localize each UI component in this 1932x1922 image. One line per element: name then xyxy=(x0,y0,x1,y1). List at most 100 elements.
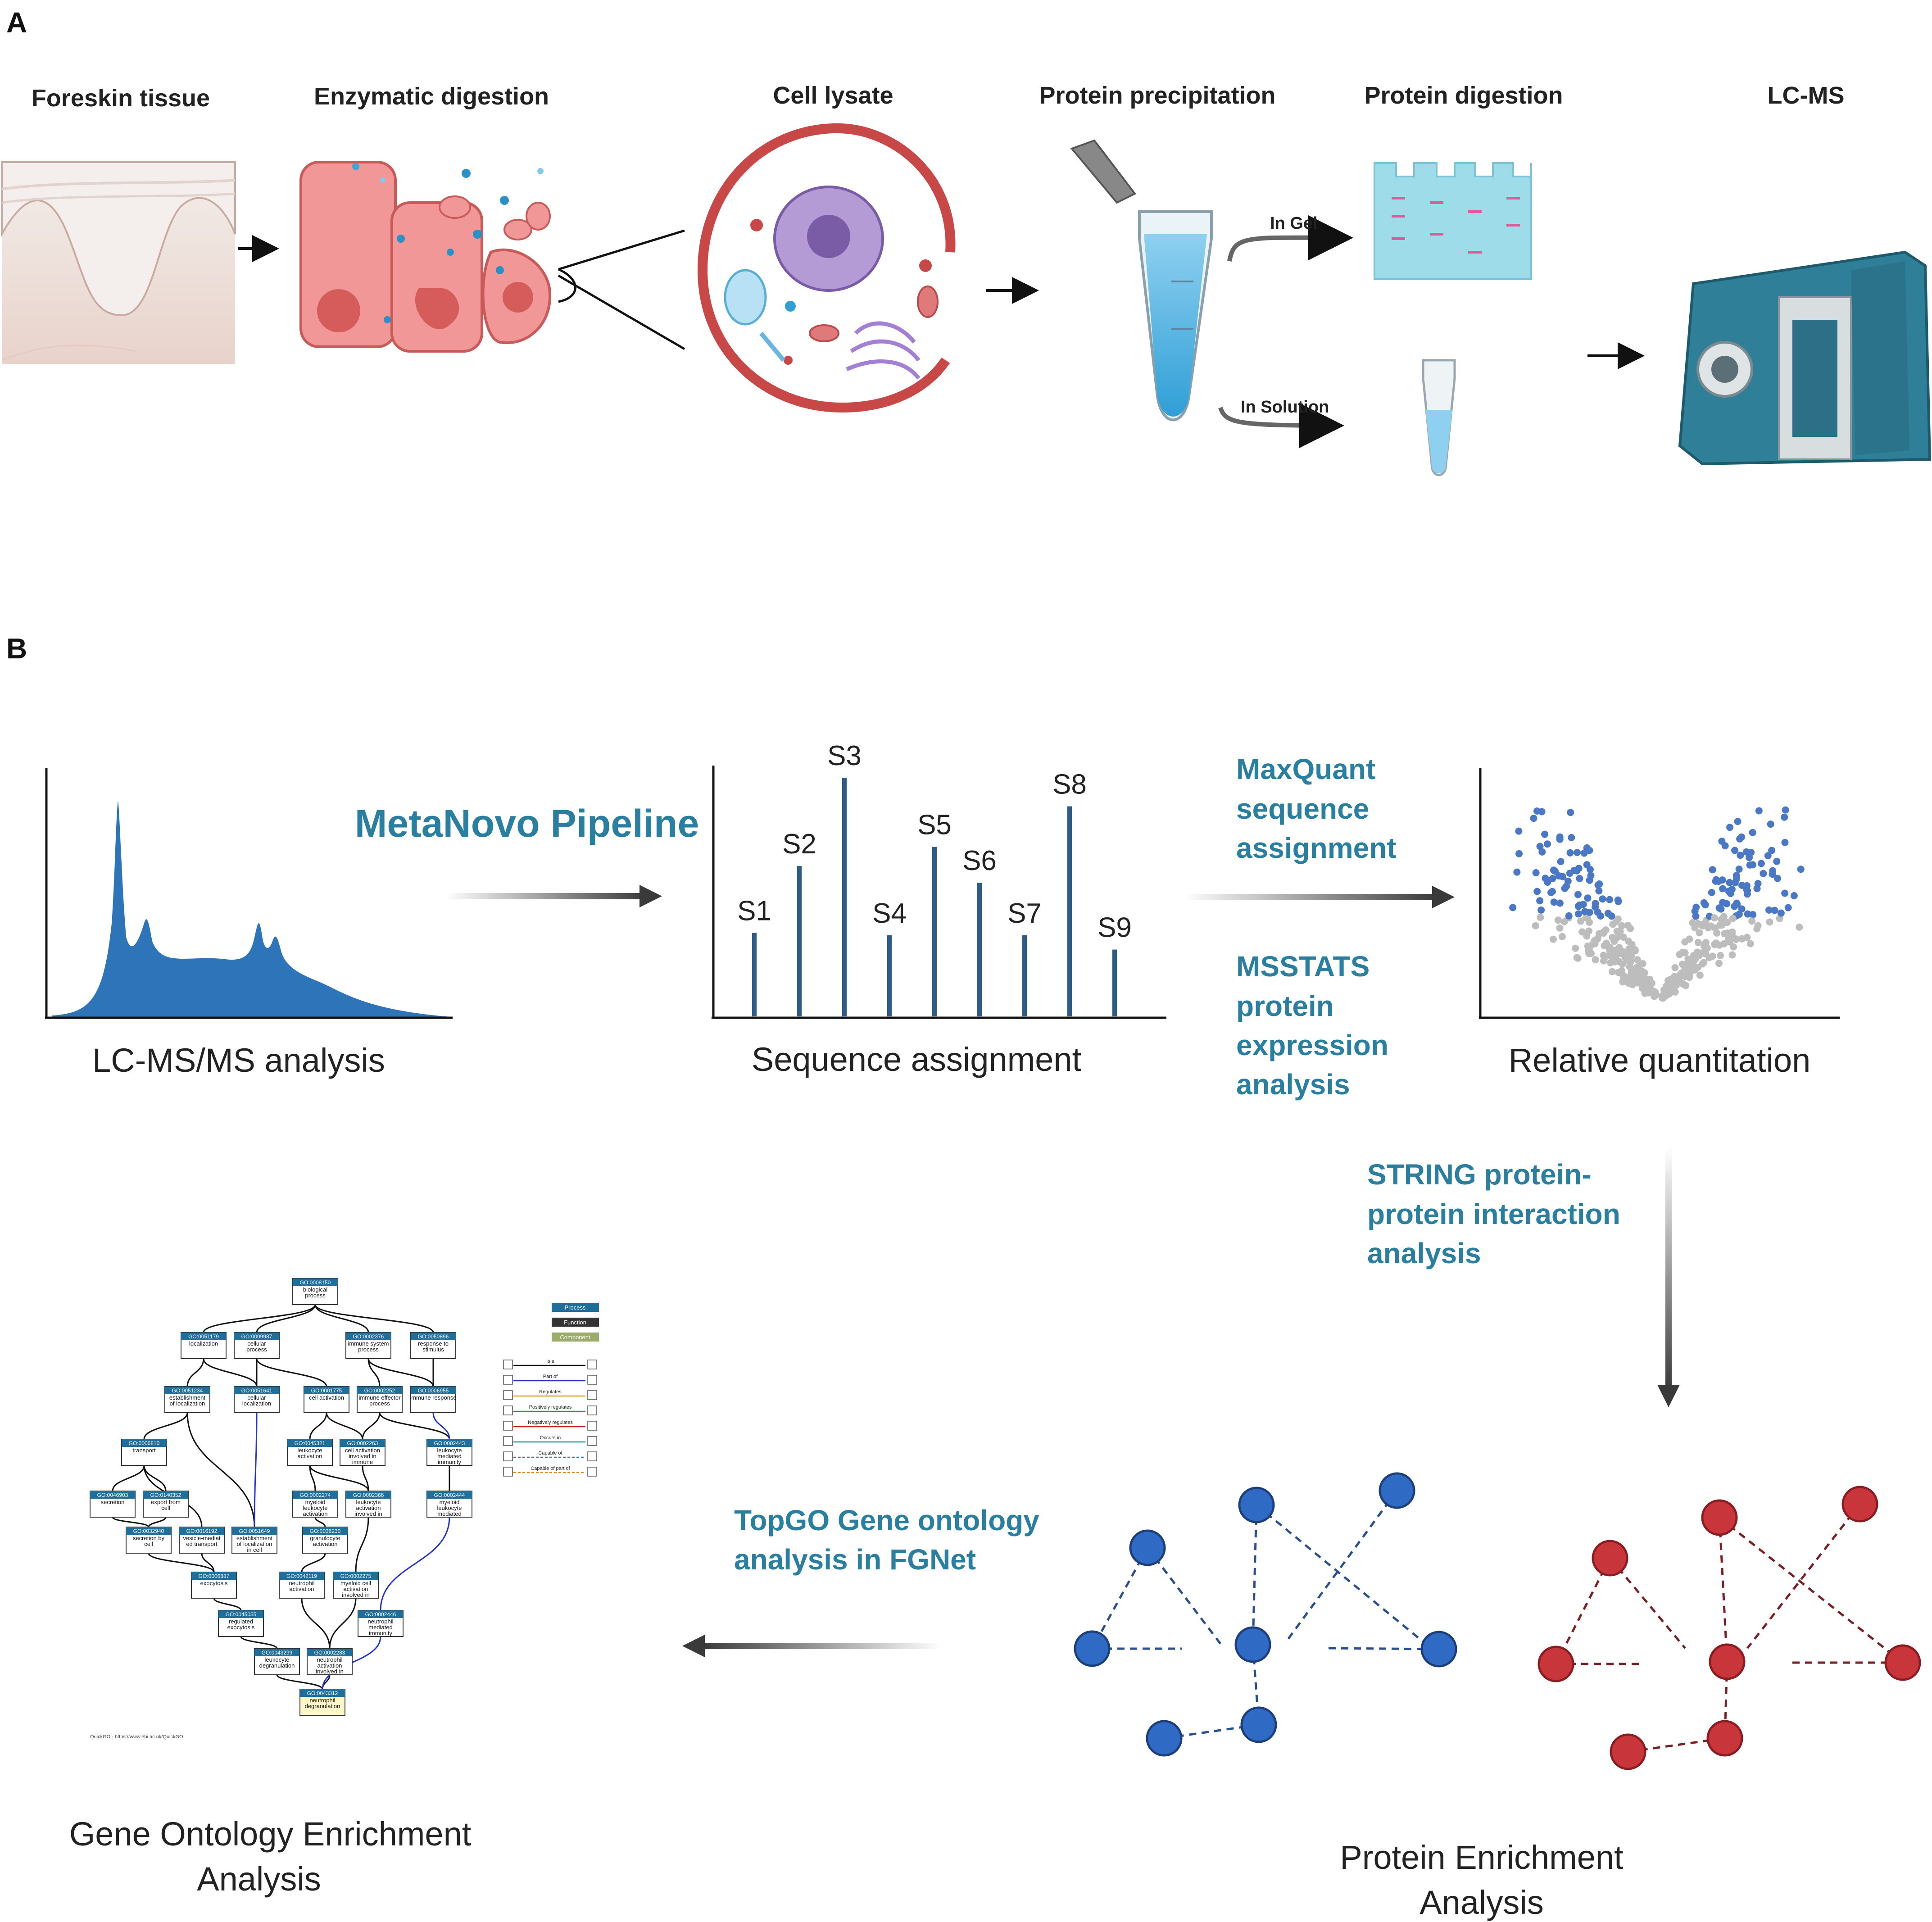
volcano-point xyxy=(1699,922,1706,929)
legend-box-a xyxy=(503,1405,513,1415)
legend-relation-label: Negatively regulates xyxy=(528,1420,573,1425)
volcano-point xyxy=(1776,915,1783,922)
volcano-point xyxy=(1746,854,1753,861)
volcano-point xyxy=(1796,923,1803,931)
volcano-point xyxy=(1754,922,1762,929)
volcano-point xyxy=(1583,915,1591,922)
svg-text:TopGO Gene ontology: TopGO Gene ontology xyxy=(734,1504,1039,1537)
go-node-label: myeloid xyxy=(440,1499,460,1505)
go-edge xyxy=(203,1358,258,1387)
go-node-label: mediated xyxy=(437,1453,461,1460)
go-node-id: GO:0006810 xyxy=(129,1440,160,1446)
go-edge xyxy=(309,1465,369,1491)
maxquant-label: MaxQuant sequence assignment xyxy=(1236,753,1397,864)
legend-relation-label: Occurs in xyxy=(540,1435,561,1441)
volcano-point xyxy=(1711,941,1719,948)
go-node-id: GO:0046903 xyxy=(97,1492,128,1498)
go-node-label: cellular xyxy=(247,1394,266,1401)
arrow-to-sequence-head xyxy=(639,885,662,907)
volcano-point xyxy=(1554,916,1562,924)
volcano-point xyxy=(1614,896,1622,904)
volcano-point xyxy=(1550,935,1557,943)
volcano-point xyxy=(1586,909,1593,916)
volcano-point xyxy=(1678,949,1686,956)
arrow-in-gel xyxy=(1227,215,1353,262)
volcano-point xyxy=(1600,929,1607,937)
go-node-id: GO:0016192 xyxy=(186,1528,218,1534)
go-node-label: process xyxy=(369,1400,390,1407)
volcano-point xyxy=(1681,938,1689,946)
volcano-point xyxy=(1591,937,1598,944)
volcano-point xyxy=(1613,927,1621,935)
go-node-label: leukocyte xyxy=(356,1499,381,1505)
string-label: STRING protein- protein interaction anal… xyxy=(1367,1158,1620,1269)
volcano-point xyxy=(1558,933,1566,940)
legend-type-swatch xyxy=(552,1333,599,1342)
legend-box-b xyxy=(587,1375,597,1385)
volcano-point xyxy=(1583,844,1591,852)
panel-a-label: A xyxy=(6,6,27,39)
go-edge xyxy=(148,1553,215,1573)
go-node-label: activation xyxy=(298,1453,322,1460)
go-edge xyxy=(213,1598,242,1611)
volcano-point xyxy=(1764,852,1772,860)
volcano-point xyxy=(1784,904,1792,911)
volcano-point xyxy=(1726,879,1733,886)
volcano-point xyxy=(1755,807,1763,815)
volcano-point xyxy=(1765,906,1773,914)
volcano-point xyxy=(1587,872,1595,879)
volcano-point xyxy=(1726,824,1734,831)
seq-bar-label: S1 xyxy=(737,896,771,927)
volcano-point xyxy=(1709,866,1716,874)
go-edge xyxy=(314,1304,369,1333)
go-edge xyxy=(201,1553,215,1573)
volcano-point xyxy=(1618,922,1626,929)
go-edge xyxy=(379,1412,450,1440)
volcano-point xyxy=(1615,958,1623,966)
seq-bar-label: S7 xyxy=(1007,898,1042,929)
volcano-point xyxy=(1781,813,1788,821)
volcano-point xyxy=(1708,888,1715,896)
volcano-point xyxy=(1726,938,1733,946)
volcano-point xyxy=(1606,896,1614,903)
go-node-label: biological xyxy=(303,1286,327,1293)
go-node-id: GO:0008150 xyxy=(300,1279,331,1286)
legend-type-swatch xyxy=(552,1303,599,1312)
go-node-label: in cell xyxy=(247,1546,262,1553)
sequence-caption: Sequence assignment xyxy=(752,1041,1082,1078)
go-node-label: exocytosis xyxy=(200,1580,228,1587)
go-node-label: transport xyxy=(132,1447,156,1454)
go-edge xyxy=(309,1465,316,1491)
seq-bar-s8 xyxy=(1067,806,1072,1016)
go-node-id: GO:0051649 xyxy=(239,1528,270,1534)
legend-relation-label: Part of xyxy=(543,1374,558,1379)
volcano-point xyxy=(1575,865,1583,872)
volcano-point xyxy=(1701,901,1709,909)
volcano-point xyxy=(1774,875,1781,882)
volcano-point xyxy=(1760,870,1767,877)
go-node-label: vesicle-mediat xyxy=(183,1535,220,1541)
svg-text:Gene Ontology Enrichment: Gene Ontology Enrichment xyxy=(69,1815,472,1853)
legend-box-b xyxy=(587,1405,597,1415)
volcano-point xyxy=(1612,946,1620,954)
go-node-id: GO:0001775 xyxy=(311,1387,342,1394)
volcano-point xyxy=(1556,924,1564,932)
go-edge xyxy=(329,1598,357,1649)
go-node-id: GO:0002252 xyxy=(364,1387,395,1394)
protein-caption: Protein Enrichment Analysis xyxy=(1340,1839,1624,1921)
volcano-point xyxy=(1694,938,1702,946)
svg-text:analysis in FGNet: analysis in FGNet xyxy=(734,1543,976,1576)
volcano-point xyxy=(1665,989,1673,997)
go-edge xyxy=(112,1517,150,1528)
volcano-point xyxy=(1721,930,1728,938)
volcano-point xyxy=(1749,829,1756,836)
go-node-label: secretion xyxy=(101,1499,125,1505)
volcano-point xyxy=(1538,848,1546,856)
